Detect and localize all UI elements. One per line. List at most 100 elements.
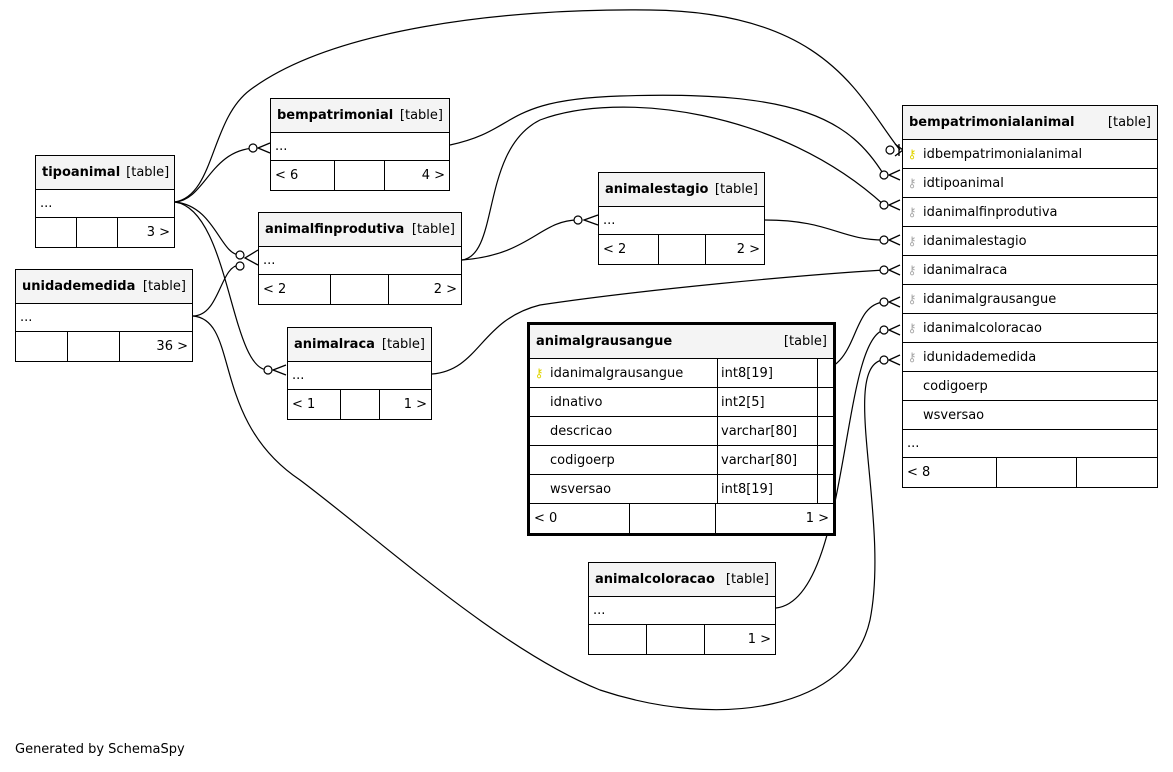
relation-animalraca-bempatrimonialanimal <box>431 269 885 375</box>
child-count: 4 > <box>421 168 445 183</box>
child-count: 2 > <box>433 282 457 297</box>
table-ellipsis: ... <box>271 133 449 161</box>
column-row[interactable]: codigoerp varchar[80] <box>530 446 833 475</box>
child-count: 1 > <box>747 632 771 647</box>
row-count <box>335 161 385 190</box>
column-row[interactable]: ⚷ idtipoanimal <box>903 169 1157 198</box>
table-name: animalraca <box>294 337 375 352</box>
column-row[interactable]: ⚷idanimalgrausangue int8[19] <box>530 359 833 388</box>
column-type: int8[19] <box>718 475 818 503</box>
key-icon: ⚷ <box>907 350 917 364</box>
table-name: tipoanimal <box>42 165 121 180</box>
column-row[interactable]: ⚷ idanimalestagio <box>903 227 1157 256</box>
table-bempatrimonial[interactable]: bempatrimonial [table] ... < 6 4 > <box>270 98 450 191</box>
column-name: idanimalgrausangue <box>923 291 1057 307</box>
column-row[interactable]: ⚷ idanimalfinprodutiva <box>903 198 1157 227</box>
table-name: animalgrausangue <box>536 334 673 349</box>
key-icon: ⚷ <box>907 176 917 190</box>
parent-count: < 8 <box>903 458 997 487</box>
column-name: codigoerp <box>550 452 615 468</box>
parent-count <box>589 625 647 654</box>
column-name: wsversao <box>923 407 985 423</box>
parent-count: < 6 <box>271 161 335 190</box>
column-row[interactable]: descricao varchar[80] <box>530 417 833 446</box>
table-ellipsis: ... <box>36 190 174 218</box>
relation-tipoanimal-animalraca <box>174 201 269 371</box>
parent-count: < 2 <box>599 235 659 264</box>
relation-bempatrimonial-bempatrimonialanimal <box>449 94 885 176</box>
table-name: animalestagio <box>605 182 709 197</box>
relation-animalcoloracao-bempatrimonialanimal <box>775 329 885 609</box>
row-count <box>331 275 389 304</box>
table-animalfinprodutiva[interactable]: animalfinprodutiva[table] ... < 2 2 > <box>258 212 462 305</box>
table-bempatrimonialanimal[interactable]: bempatrimonialanimal [table] ⚷ idbempatrim… <box>902 105 1158 488</box>
table-tag: [table] <box>399 108 443 123</box>
table-name: animalcoloracao <box>595 572 715 587</box>
table-tag: [table] <box>783 334 827 349</box>
table-animalraca[interactable]: animalraca[table] ... < 1 1 > <box>287 327 432 420</box>
column-type: int2[5] <box>718 388 818 416</box>
table-tag: [table] <box>126 165 170 180</box>
column-name: idanimalfinprodutiva <box>923 204 1058 220</box>
generated-by-footer: Generated by SchemaSpy <box>15 742 185 757</box>
row-count <box>341 390 380 419</box>
column-row[interactable]: wsversao int8[19] <box>530 475 833 504</box>
relation-animalfinprodutiva-bempatrimonialanimal <box>461 106 885 261</box>
column-row[interactable]: ⚷ idbempatrimonialanimal <box>903 140 1157 169</box>
parent-count: < 2 <box>259 275 331 304</box>
child-count: 36 > <box>156 339 188 354</box>
table-name: unidademedida <box>22 279 136 294</box>
table-name: bempatrimonialanimal <box>909 115 1075 130</box>
child-count: 3 > <box>146 225 170 240</box>
column-name: idtipoanimal <box>923 175 1004 191</box>
key-icon: ⚷ <box>907 205 917 219</box>
table-ellipsis: ... <box>259 247 461 275</box>
child-count: 2 > <box>736 242 760 257</box>
column-name: descricao <box>550 423 613 439</box>
table-unidademedida[interactable]: unidademedida[table] ... 36 > <box>15 269 193 362</box>
table-name: bempatrimonial <box>277 108 394 123</box>
column-row[interactable]: ⚷idunidademedida <box>903 343 1157 372</box>
column-name: idbempatrimonialanimal <box>923 146 1083 162</box>
row-count <box>647 625 705 654</box>
column-name: idanimalestagio <box>923 233 1027 249</box>
column-row[interactable]: ⚷idanimalraca <box>903 256 1157 285</box>
relation-animalfinprodutiva-animalestagio <box>461 219 579 261</box>
table-animalcoloracao[interactable]: animalcoloracao [table] ... 1 > <box>588 562 776 655</box>
table-tag: [table] <box>411 222 455 237</box>
table-tag: [table] <box>142 279 186 294</box>
relation-tipoanimal-bempatrimonialanimal <box>174 9 901 203</box>
row-count <box>997 458 1077 487</box>
table-animalestagio[interactable]: animalestagio[table] ... < 2 2 > <box>598 172 765 265</box>
column-name: codigoerp <box>923 378 988 394</box>
column-type: varchar[80] <box>718 446 818 474</box>
parent-count: < 0 <box>530 504 630 533</box>
key-icon: ⚷ <box>907 292 917 306</box>
key-icon: ⚷ <box>907 263 917 277</box>
table-ellipsis: ... <box>589 597 775 625</box>
relation-unidademedida-animalfinprodutiva <box>192 264 241 317</box>
key-icon: ⚷ <box>907 234 917 248</box>
column-name: idnativo <box>550 394 603 410</box>
table-tipoanimal[interactable]: tipoanimal [table] ... 3 > <box>35 155 175 248</box>
column-name: wsversao <box>550 481 612 497</box>
child-count <box>1077 458 1157 487</box>
column-type: varchar[80] <box>718 417 818 445</box>
key-icon: ⚷ <box>907 147 917 161</box>
table-tag: [table] <box>725 572 769 587</box>
column-name: idanimalgrausangue <box>550 365 684 381</box>
child-count: 1 > <box>805 511 829 526</box>
relation-tipoanimal-animalfinprodutiva <box>174 201 241 256</box>
parent-count <box>36 218 77 247</box>
table-ellipsis: ... <box>288 362 431 390</box>
column-row[interactable]: ⚷ idanimalgrausangue <box>903 285 1157 314</box>
column-row[interactable]: idnativo int2[5] <box>530 388 833 417</box>
column-row[interactable]: ⚷idanimalcoloracao <box>903 314 1157 343</box>
relation-animalestagio-bempatrimonialanimal <box>764 219 885 241</box>
column-type: int8[19] <box>718 359 818 387</box>
row-count <box>68 332 120 361</box>
column-row[interactable]: codigoerp <box>903 372 1157 401</box>
table-tag: [table] <box>1107 115 1151 130</box>
column-row[interactable]: wsversao <box>903 401 1157 430</box>
table-animalgrausangue[interactable]: animalgrausangue [table] ⚷idanimalgrausan… <box>527 322 836 536</box>
